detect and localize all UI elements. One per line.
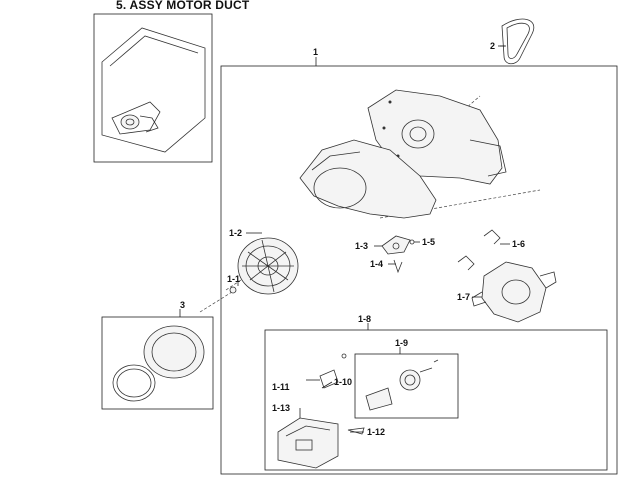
callout-1-7: 1-7 bbox=[457, 292, 470, 302]
callout-3: 3 bbox=[180, 300, 185, 310]
callout-1-5: 1-5 bbox=[422, 237, 435, 247]
diagram-title: 5. ASSY MOTOR DUCT bbox=[116, 0, 250, 12]
callout-1-10: 1-10 bbox=[334, 377, 352, 387]
callout-1-2: 1-2 bbox=[229, 228, 242, 238]
clip-parts bbox=[457, 229, 501, 271]
seal-inset bbox=[101, 316, 214, 410]
callout-1-11: 1-11 bbox=[272, 382, 290, 392]
sensor-bracket-parts bbox=[381, 235, 415, 274]
callout-1-13: 1-13 bbox=[272, 403, 290, 413]
motor-bracket-inset bbox=[264, 323, 608, 471]
fan-housing bbox=[299, 139, 437, 219]
callout-1-8: 1-8 bbox=[358, 314, 371, 324]
location-inset bbox=[93, 13, 213, 163]
fan-impeller bbox=[237, 237, 299, 295]
callout-1-6: 1-6 bbox=[512, 239, 525, 249]
callout-1-4: 1-4 bbox=[370, 259, 383, 269]
main-assembly-frame bbox=[220, 57, 618, 475]
callout-leaders bbox=[179, 45, 510, 433]
callout-1-12: 1-12 bbox=[367, 427, 385, 437]
callout-1-3: 1-3 bbox=[355, 241, 368, 251]
callout-1-1: 1-1 bbox=[227, 274, 240, 284]
drive-motor bbox=[471, 261, 557, 323]
callout-1-9: 1-9 bbox=[395, 338, 408, 348]
screw-part bbox=[229, 286, 237, 294]
callout-2: 2 bbox=[490, 41, 495, 51]
belt-part bbox=[500, 18, 535, 65]
callout-1: 1 bbox=[313, 47, 318, 57]
